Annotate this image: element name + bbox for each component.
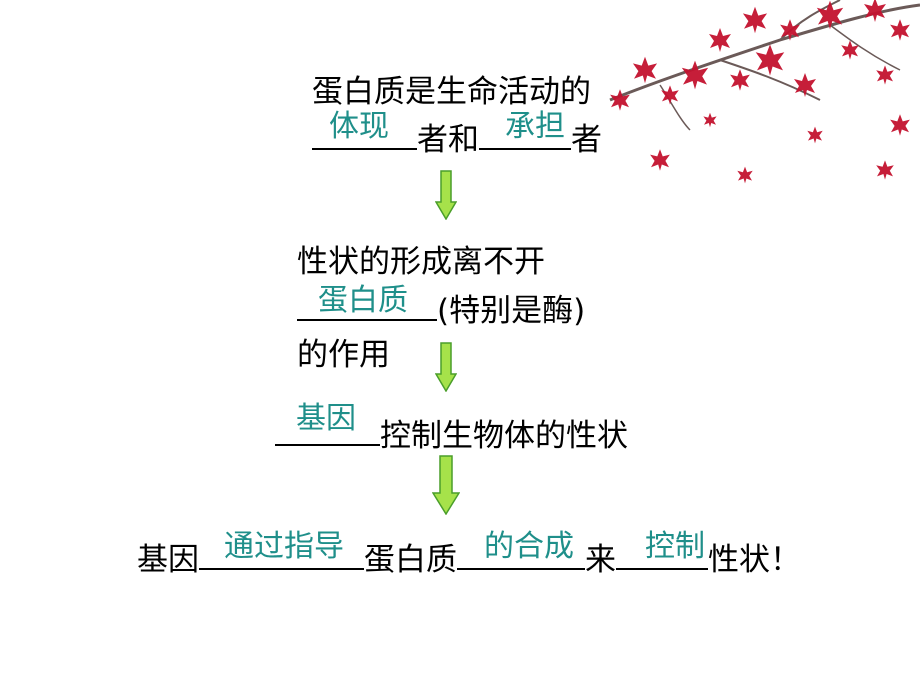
answer-kongzhi: 控制	[645, 529, 705, 564]
blank-2[interactable]	[479, 120, 571, 150]
down-arrow-icon	[432, 455, 460, 515]
answer-dehecheng: 的合成	[484, 529, 574, 564]
section3-line: 控制生物体的性状	[275, 416, 628, 454]
maple-branch-decoration	[609, 0, 920, 184]
section2-line2: (特别是酶)	[297, 291, 585, 329]
down-arrow-icon	[435, 170, 457, 220]
blank-4[interactable]	[275, 416, 380, 446]
blank-7[interactable]	[616, 540, 708, 570]
section2-line3: 的作用	[297, 337, 390, 373]
answer-jiyin: 基因	[296, 401, 356, 436]
section4-line: 基因蛋白质来性状！	[137, 540, 801, 578]
down-arrow-icon	[435, 342, 457, 392]
blank-3[interactable]	[297, 291, 437, 321]
blank-6[interactable]	[457, 540, 585, 570]
section1-line1: 蛋白质是生命活动的	[312, 74, 591, 110]
answer-tixian: 体现	[329, 109, 389, 144]
answer-tongguozhidao: 通过指导	[224, 529, 344, 564]
blank-5[interactable]	[199, 540, 364, 570]
section1-line2: 者和者	[312, 120, 602, 158]
answer-chengdan: 承担	[505, 109, 565, 144]
blank-1[interactable]	[312, 120, 417, 150]
answer-danbaizhi: 蛋白质	[318, 283, 408, 318]
section2-line1: 性状的形成离不开	[297, 244, 545, 280]
